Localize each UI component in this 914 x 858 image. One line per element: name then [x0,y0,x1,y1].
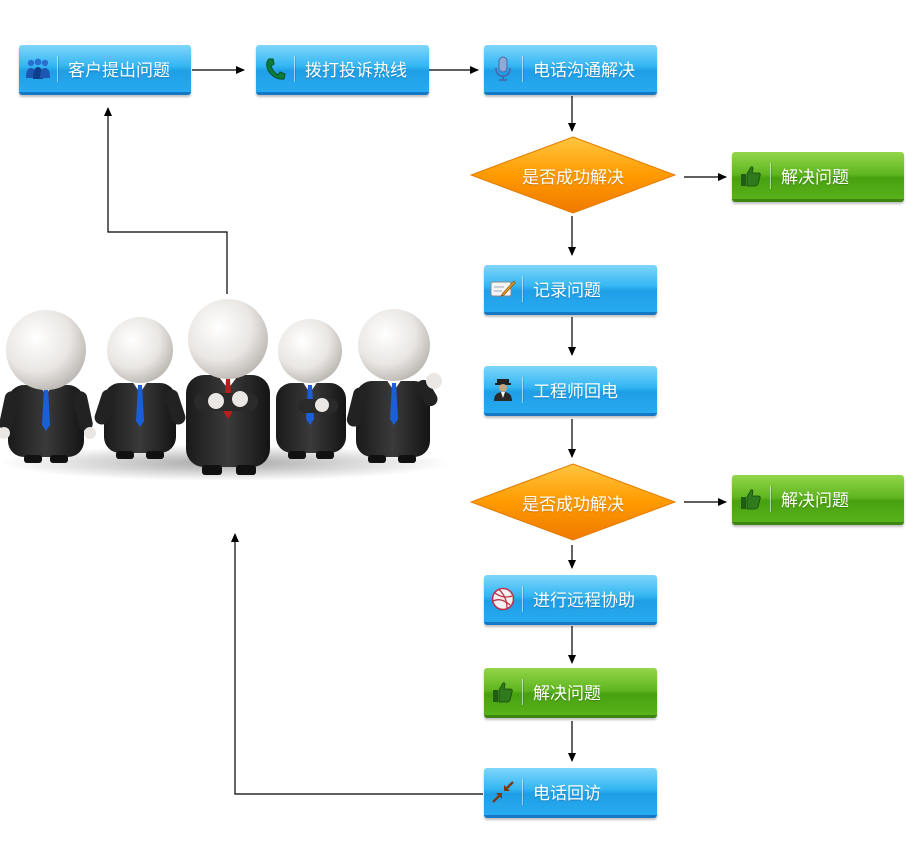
person-3 [186,299,270,475]
person-5 [346,309,442,463]
node-separator [522,678,523,705]
node-label: 进行远程协助 [533,591,635,611]
phone-icon [256,45,294,92]
node-dial-hotline[interactable]: 拨打投诉热线 [256,45,429,95]
node-label: 工程师回电 [533,382,618,402]
node-separator [522,55,523,82]
node-remote-assist[interactable]: 进行远程协助 [484,575,657,625]
node-separator [770,485,771,512]
dribbble-ball-icon [484,575,522,622]
decision-2[interactable]: 是否成功解决 [470,463,676,541]
node-separator [522,778,523,805]
arrow-people-to-question [104,107,228,294]
node-customer-question[interactable]: 客户提出问题 [19,45,191,95]
engineer-icon [484,366,522,413]
node-label: 记录问题 [533,281,601,301]
decision-1[interactable]: 是否成功解决 [470,136,676,214]
note-pencil-icon [484,265,522,312]
node-label: 客户提出问题 [68,61,170,81]
decision-label: 是否成功解决 [522,167,624,188]
people-icon [19,45,57,92]
node-label: 解决问题 [781,491,849,511]
node-label: 解决问题 [781,168,849,188]
node-solved-3[interactable]: 解决问题 [484,668,657,718]
node-separator [522,585,523,612]
node-separator [522,275,523,302]
node-label: 电话回访 [533,784,601,804]
person-1 [0,310,96,463]
thumbs-up-icon [732,152,770,199]
business-people-illustration [0,299,450,481]
node-separator [294,55,295,82]
person-4 [276,319,346,459]
thumbs-up-icon [732,475,770,522]
node-phone-followup[interactable]: 电话回访 [484,768,657,818]
node-phone-solve[interactable]: 电话沟通解决 [484,45,657,95]
microphone-icon [484,45,522,92]
person-2 [94,317,186,459]
node-separator [770,162,771,189]
node-label: 解决问题 [533,684,601,704]
arrow-followup-to-people [231,533,483,795]
decision-label: 是否成功解决 [522,494,624,515]
collapse-arrows-icon [484,768,522,815]
node-separator [522,376,523,403]
node-record-issue[interactable]: 记录问题 [484,265,657,315]
node-solved-1[interactable]: 解决问题 [732,152,904,202]
node-label: 拨打投诉热线 [305,61,407,81]
node-label: 电话沟通解决 [533,61,635,81]
node-solved-2[interactable]: 解决问题 [732,475,904,525]
node-separator [57,55,58,82]
node-engineer-callback[interactable]: 工程师回电 [484,366,657,416]
thumbs-up-icon [484,668,522,715]
